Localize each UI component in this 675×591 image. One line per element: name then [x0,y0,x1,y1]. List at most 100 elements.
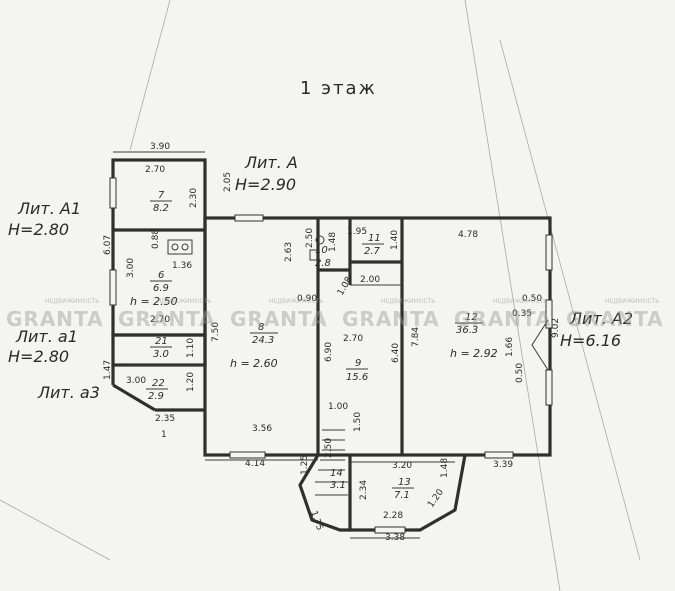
lit-a1-height: H=2.80 [8,220,69,239]
svg-text:0.35: 0.35 [512,309,532,319]
window-room8-top [234,214,264,222]
watermarks: GRANTA GRANTA GRANTA GRANTA GRANTA GRANT… [6,298,664,331]
room-8-number: 8 [258,322,264,333]
svg-text:2.50: 2.50 [324,438,334,458]
room-7-area: 8.2 [153,203,169,214]
watermark-6: GRANTA [566,307,664,331]
svg-text:4.14: 4.14 [245,459,265,469]
room-12-area: 36.3 [456,325,478,336]
window-room12-a [545,234,553,271]
windows [109,177,553,534]
window-room6 [109,269,117,306]
svg-text:1.50: 1.50 [353,412,363,432]
walls [111,158,552,532]
window-room12-c [545,369,553,406]
room-6-area: 6.9 [153,283,169,294]
svg-text:2.28: 2.28 [383,511,403,521]
room-10-area: 2.8 [315,258,331,269]
svg-text:1.20: 1.20 [186,372,196,392]
lit-a-label: Лит. А [244,153,298,172]
room-8-area: 24.3 [252,335,274,346]
svg-text:2.35: 2.35 [155,414,175,424]
svg-text:1.10: 1.10 [186,338,196,358]
svg-text:3.20: 3.20 [392,461,412,471]
room-13-number: 13 [398,477,411,488]
wall-lit-a [203,216,552,457]
svg-text:7.84: 7.84 [411,327,421,347]
svg-text:4.78: 4.78 [458,230,478,240]
svg-text:1.95: 1.95 [347,227,367,237]
svg-text:1.40: 1.40 [390,230,400,250]
height-room6: h = 2.50 [130,295,178,308]
lit-a1-label: Лит. А1 [17,199,81,218]
fixtures [167,235,325,261]
lit-a-height: H=2.90 [235,175,296,194]
svg-text:НЕДВИЖИМОСТЬ: НЕДВИЖИМОСТЬ [269,298,323,305]
room-labels: 7 8.2 6 6.9 21 3.0 22 2.9 8 24.3 10 2.8 … [146,190,483,501]
svg-text:1.48: 1.48 [328,232,338,252]
svg-text:НЕДВИЖИМОСТЬ: НЕДВИЖИМОСТЬ [493,298,547,305]
svg-text:2.63: 2.63 [284,242,294,262]
svg-text:НЕДВИЖИМОСТЬ: НЕДВИЖИМОСТЬ [157,298,211,305]
room-21-area: 3.0 [153,349,169,360]
room-14-number: 14 [330,468,343,479]
svg-text:1.66: 1.66 [505,337,515,357]
dimensions: 3.90 2.70 2.05 2.30 6.07 0.88 1.36 3.00 … [103,142,561,543]
watermark-1: GRANTA [6,307,104,331]
svg-text:2.00: 2.00 [360,275,380,285]
svg-text:1.48: 1.48 [440,458,450,478]
floor-title: 1 этаж [300,78,377,99]
svg-text:1.08: 1.08 [336,275,355,298]
svg-text:НЕДВИЖИМОСТЬ: НЕДВИЖИМОСТЬ [605,298,659,305]
svg-text:2.50: 2.50 [305,228,315,248]
room-14-area: 3.1 [330,480,346,491]
svg-text:3.90: 3.90 [150,142,170,152]
svg-text:1.25: 1.25 [300,455,310,475]
svg-text:0.88: 0.88 [151,229,161,249]
watermark-5: GRANTA [454,307,552,331]
room-7-number: 7 [158,190,165,201]
svg-text:1.47: 1.47 [103,360,113,380]
svg-text:3.56: 3.56 [252,424,272,434]
watermark-2: GRANTA [118,307,216,331]
svg-text:3.39: 3.39 [493,460,513,470]
room-22-area: 2.9 [148,391,164,402]
svg-text:2.34: 2.34 [359,480,369,500]
svg-text:1: 1 [161,430,167,440]
svg-text:1.20: 1.20 [426,487,446,509]
svg-text:2.70: 2.70 [343,334,363,344]
staircase [315,429,348,496]
room-21-number: 21 [155,336,168,347]
room-11-area: 2.7 [364,246,381,257]
window-room8-bottom [229,451,266,459]
watermark-4: GRANTA [342,307,440,331]
svg-text:НЕДВИЖИМОСТЬ: НЕДВИЖИМОСТЬ [381,298,435,305]
svg-text:0.90: 0.90 [297,294,317,304]
lit-a2-height: H=6.16 [560,331,621,350]
svg-text:3.00: 3.00 [126,376,146,386]
svg-text:2.05: 2.05 [223,172,233,192]
window-room12-bottom [484,451,514,459]
window-room13 [374,526,406,534]
svg-text:3.38: 3.38 [385,533,405,543]
svg-text:6.40: 6.40 [391,343,401,363]
svg-text:0.50: 0.50 [522,294,542,304]
room-22-number: 22 [152,378,165,389]
svg-text:0.50: 0.50 [515,363,525,383]
room-11-number: 11 [368,233,381,244]
room-9-number: 9 [355,358,361,369]
height-room8: h = 2.60 [230,357,278,370]
svg-text:НЕДВИЖИМОСТЬ: НЕДВИЖИМОСТЬ [45,298,99,305]
svg-text:2.70: 2.70 [145,165,165,175]
room-10-number: 10 [315,245,328,256]
watermark-3: GRANTA [230,307,328,331]
window-room7 [109,177,117,209]
svg-text:1.36: 1.36 [172,261,192,271]
lit-a1-small-label: Лит. а1 [15,327,78,346]
lit-a1-small-height: H=2.80 [8,347,69,366]
svg-text:7.50: 7.50 [211,322,221,342]
svg-text:3.00: 3.00 [126,258,136,278]
lit-a3-label: Лит. а3 [37,383,100,402]
svg-text:6.07: 6.07 [103,235,113,255]
